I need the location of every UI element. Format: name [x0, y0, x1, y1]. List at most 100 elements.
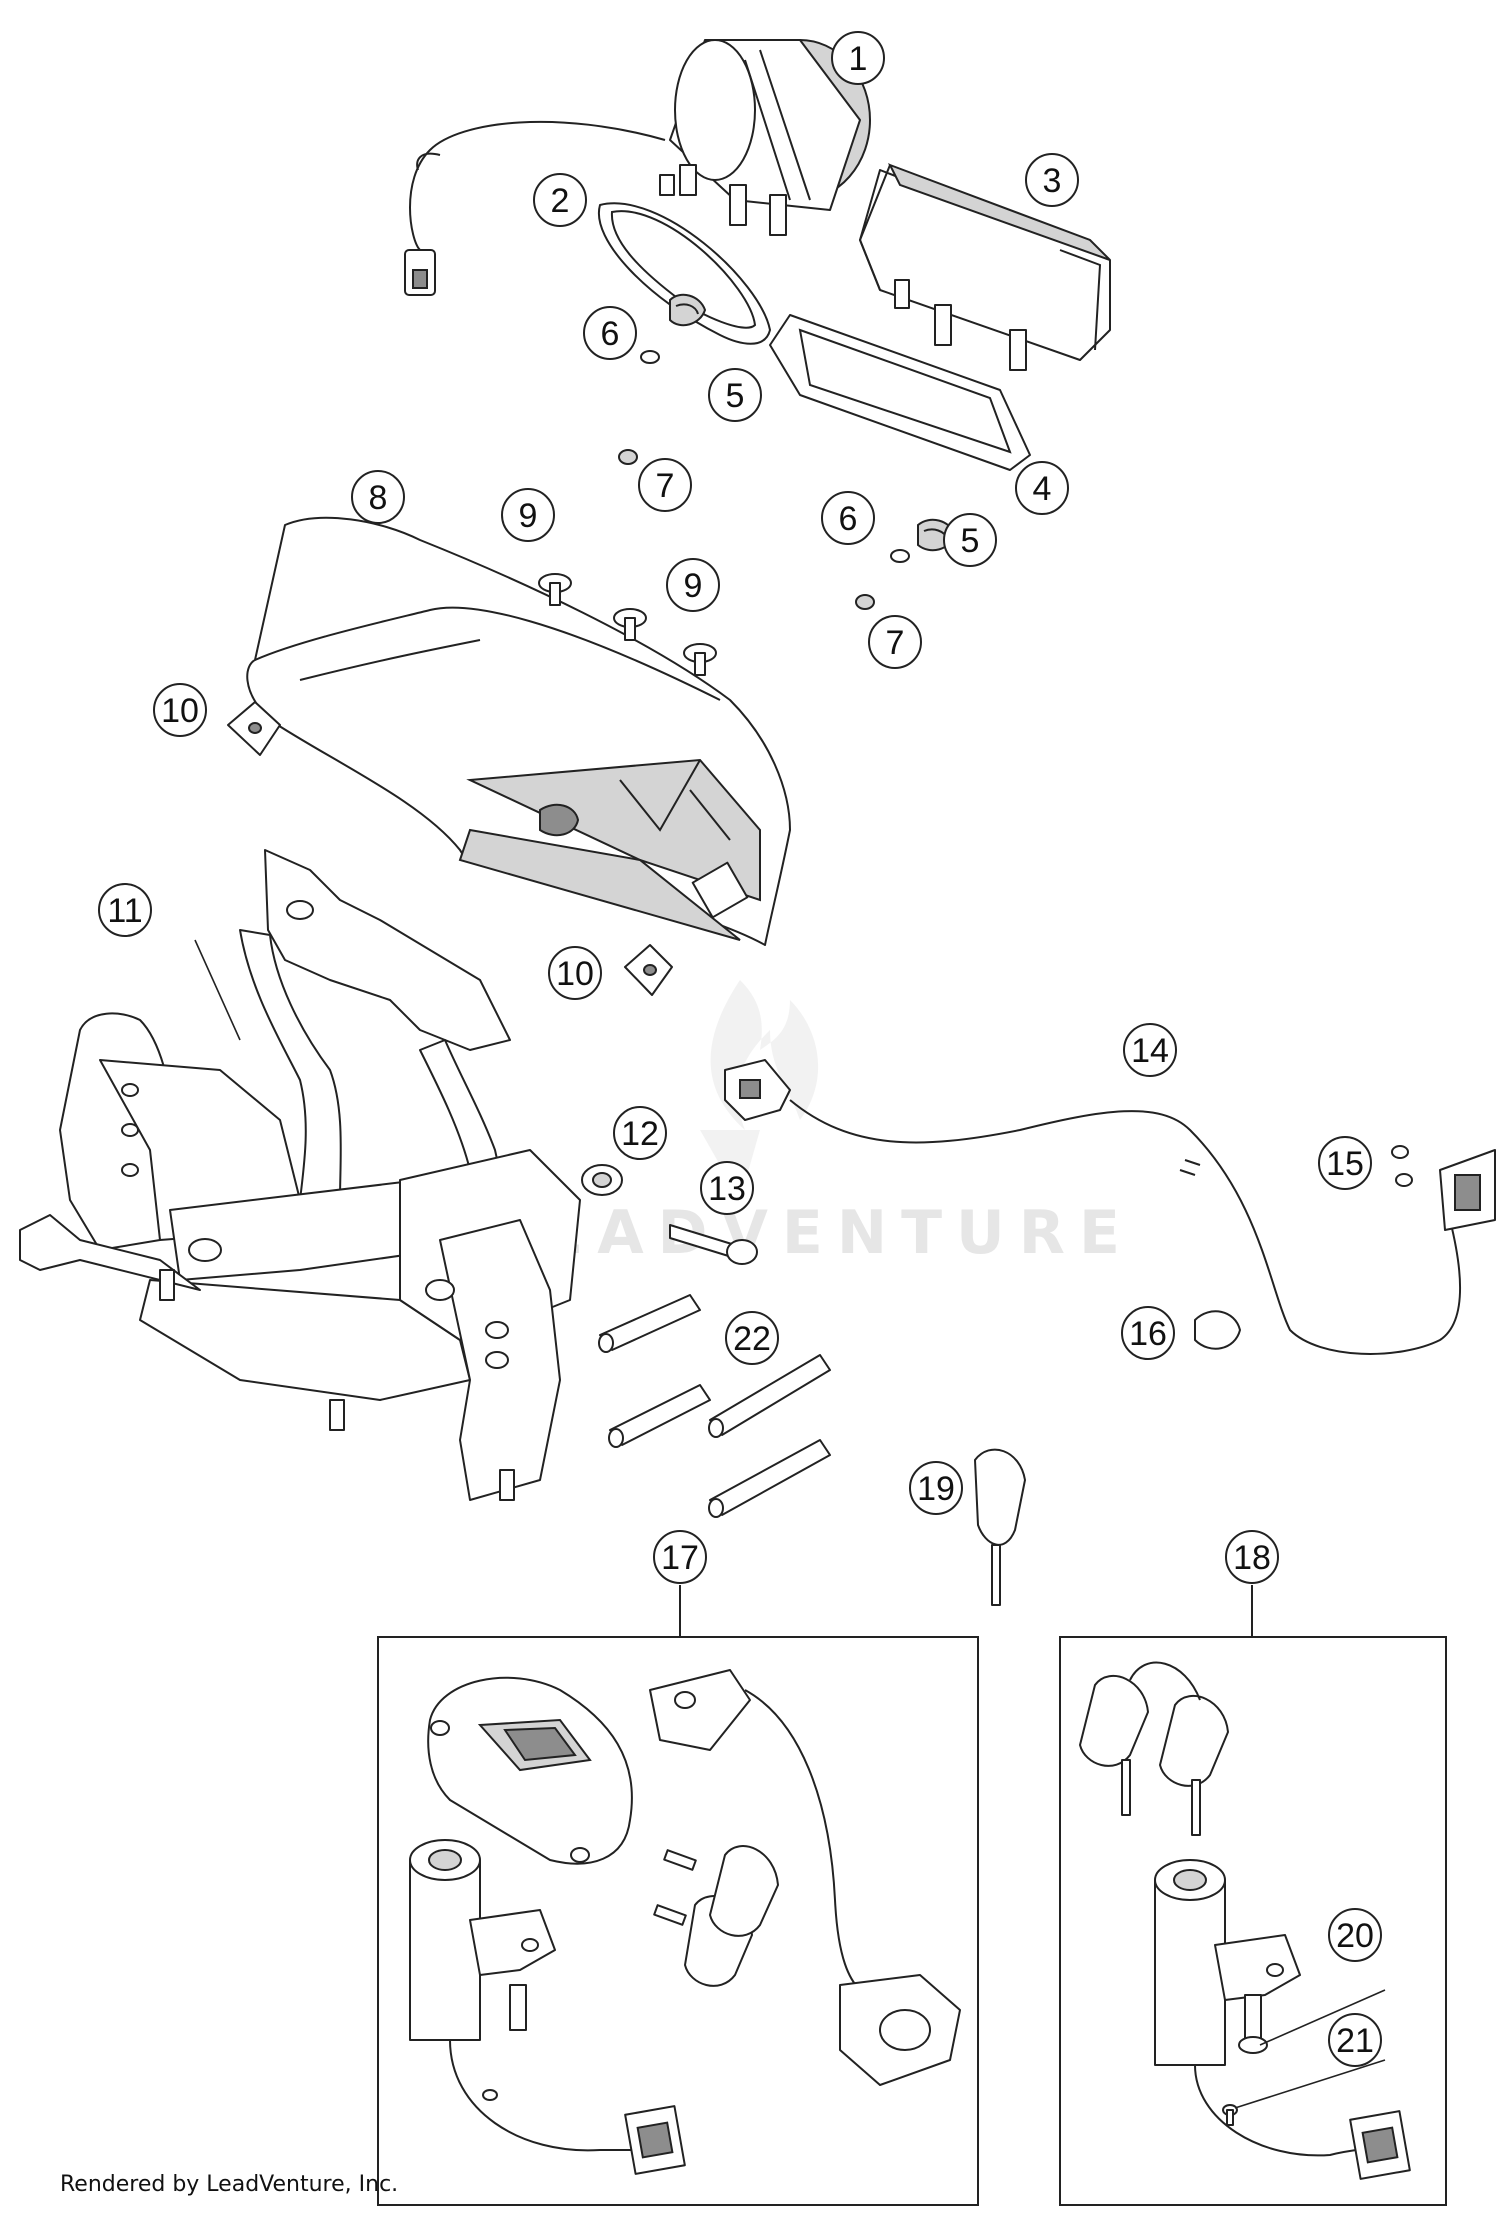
callout-c22: 22: [725, 1311, 779, 1365]
callout-number: 21: [1336, 2022, 1374, 2060]
callout-number: 4: [1033, 470, 1052, 508]
callout-number: 15: [1326, 1145, 1364, 1183]
callout-c7a: 7: [638, 458, 692, 512]
speedo-gasket-part: [769, 314, 1031, 471]
callout-circle: [1225, 1530, 1279, 1584]
callout-number: 9: [519, 497, 538, 535]
callout-circle: [1318, 1136, 1372, 1190]
callout-number: 10: [161, 692, 199, 730]
callout-circle: [1121, 1306, 1175, 1360]
callout-number: 17: [661, 1539, 699, 1577]
callout-c9a: 9: [501, 488, 555, 542]
callout-number: 11: [107, 892, 142, 930]
callout-number: 5: [726, 377, 745, 415]
callout-c18: 18: [1225, 1530, 1279, 1584]
callout-circle: [868, 615, 922, 669]
callout-circle: [533, 173, 587, 227]
callout-c2: 2: [533, 173, 587, 227]
callout-c5a: 5: [708, 368, 762, 422]
callout-c9b: 9: [666, 558, 720, 612]
callout-circle: [638, 458, 692, 512]
callout-number: 16: [1129, 1315, 1167, 1353]
callout-c6a: 6: [583, 306, 637, 360]
callout-c10a: 10: [153, 683, 207, 737]
callout-c16: 16: [1121, 1306, 1175, 1360]
callout-circle: [548, 946, 602, 1000]
callout-c10b: 10: [548, 946, 602, 1000]
lock-set-kit-box: [377, 1585, 979, 2206]
washer-part-b: [890, 549, 910, 563]
callout-c6b: 6: [821, 491, 875, 545]
clamp-part-16: [1194, 1310, 1241, 1350]
nut-part-b: [855, 594, 875, 610]
callout-circle: [666, 558, 720, 612]
callout-c20: 20: [1328, 1908, 1382, 1962]
callout-c13: 13: [700, 1161, 754, 1215]
callout-c3: 3: [1025, 153, 1079, 207]
gasket-part: [597, 202, 771, 345]
clip-part-b: [624, 944, 673, 996]
callout-c8: 8: [351, 470, 405, 524]
callout-c7b: 7: [868, 615, 922, 669]
callout-c5b: 5: [943, 513, 997, 567]
callout-number: 22: [733, 1320, 771, 1358]
callout-circle: [153, 683, 207, 737]
callout-c21: 21: [1328, 2013, 1382, 2067]
callout-c15: 15: [1318, 1136, 1372, 1190]
callout-c17: 17: [653, 1530, 707, 1584]
callout-circle: [653, 1530, 707, 1584]
screw-part-a: [538, 573, 572, 606]
callout-c12: 12: [613, 1106, 667, 1160]
tachometer-part: [404, 39, 871, 296]
instrument-housing-part: [246, 516, 791, 946]
grommet-part-a: [669, 293, 707, 327]
callout-circle: [501, 488, 555, 542]
callout-number: 6: [601, 315, 620, 353]
nut-part-a: [618, 449, 638, 465]
callout-circle: [351, 470, 405, 524]
callout-circle: [1328, 2013, 1382, 2067]
footer-credit: Rendered by LeadVenture, Inc.: [60, 2172, 399, 2197]
callout-number: 1: [849, 40, 868, 78]
screw-part-15: [1391, 1145, 1413, 1187]
callout-circle: [700, 1161, 754, 1215]
callout-number: 3: [1043, 162, 1062, 200]
screw-part-21: [1222, 2104, 1238, 2126]
callout-c19: 19: [909, 1461, 963, 1515]
callout-number: 18: [1233, 1539, 1271, 1577]
callout-number: 2: [551, 182, 570, 220]
callout-number: 9: [684, 567, 703, 605]
callout-number: 12: [621, 1115, 659, 1153]
screw-part-b: [613, 608, 647, 641]
callout-number: 20: [1336, 1917, 1374, 1955]
callout-circle: [1123, 1023, 1177, 1077]
key-part-19: [974, 1448, 1026, 1606]
bolt-part-13: [669, 1224, 758, 1265]
callout-number: 5: [961, 522, 980, 560]
callout-number: 6: [839, 500, 858, 538]
speedometer-part: [858, 163, 1111, 371]
callout-number: 7: [656, 467, 675, 505]
spacer-part-22: [598, 1294, 831, 1518]
ignition-lock-kit-box: [1059, 1585, 1447, 2206]
bracket-frame-part: [19, 849, 581, 1501]
callout-circle: [943, 513, 997, 567]
callout-circle: [1328, 1908, 1382, 1962]
callout-c11: 11: [98, 883, 152, 937]
callout-circle: [708, 368, 762, 422]
callout-circle: [98, 883, 152, 937]
callout-circle: [909, 1461, 963, 1515]
callout-c14: 14: [1123, 1023, 1177, 1077]
clip-part-a: [227, 701, 281, 756]
callout-circle: [583, 306, 637, 360]
bolt-part-20: [1238, 1994, 1268, 2054]
watermark-text: LEADVENTURE: [490, 1198, 1134, 1268]
callout-circle: [613, 1106, 667, 1160]
sensor-cable-part: [724, 1059, 1496, 1355]
callout-number: 10: [556, 955, 594, 993]
callout-circle: [1025, 153, 1079, 207]
screw-part-c: [683, 643, 717, 676]
